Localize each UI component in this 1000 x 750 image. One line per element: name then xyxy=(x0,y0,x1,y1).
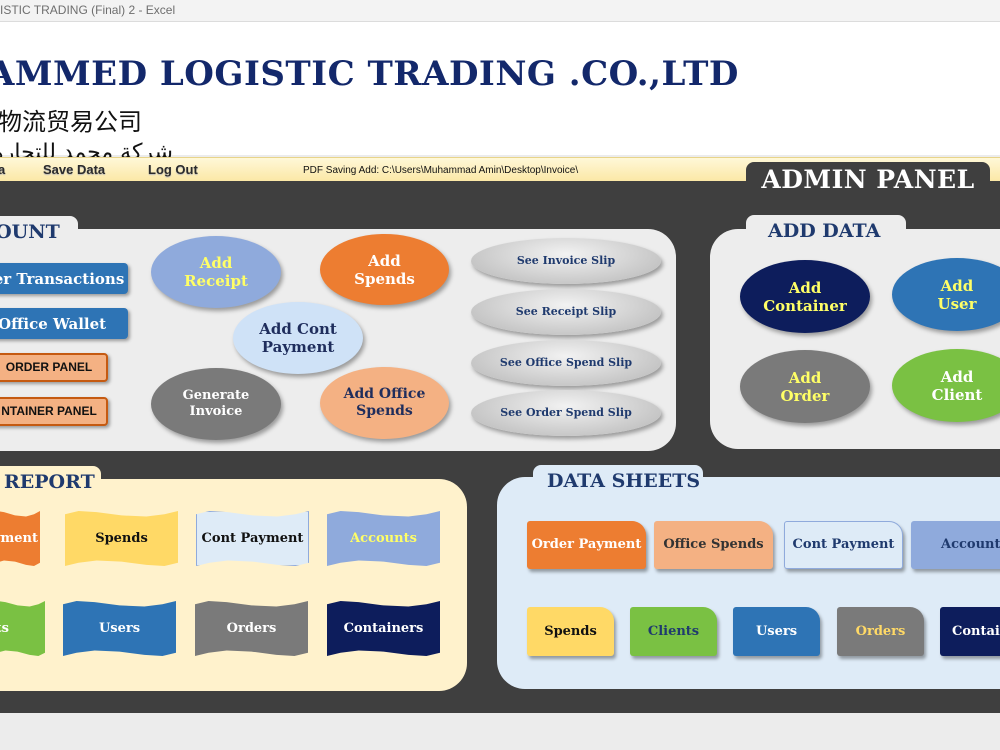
sheet-office-spends-button[interactable]: Office Spends xyxy=(654,521,773,569)
menu-item-log-out[interactable]: Log Out xyxy=(148,162,198,177)
window-title: ISTIC TRADING (Final) 2 - Excel xyxy=(0,3,176,17)
add-container-button[interactable]: Add Container xyxy=(740,260,870,333)
report-cont-payment-button[interactable]: Cont Payment xyxy=(196,511,309,566)
sheet-order-payment-button[interactable]: Order Payment xyxy=(527,521,646,569)
report-orders-button[interactable]: Orders xyxy=(195,601,308,656)
menu-item-data[interactable]: a xyxy=(0,162,6,177)
pdf-saving-path: PDF Saving Add: C:\Users\Muhammad Amin\D… xyxy=(303,165,579,176)
sheet-orders-button[interactable]: Orders xyxy=(837,607,924,656)
report-panel-title: REPORT xyxy=(0,466,101,500)
add-cont-payment-button[interactable]: Add Cont Payment xyxy=(233,302,363,374)
add-data-panel-title: ADD DATA xyxy=(746,215,906,249)
window-title-bar: ISTIC TRADING (Final) 2 - Excel xyxy=(0,0,1000,22)
add-order-button[interactable]: Add Order xyxy=(740,350,870,423)
order-panel-button[interactable]: ORDER PANEL xyxy=(0,353,108,382)
company-name-chinese: 物流贸易公司 xyxy=(0,108,142,136)
add-client-button[interactable]: Add Client xyxy=(892,349,1000,422)
add-receipt-button[interactable]: Add Receipt xyxy=(151,236,281,308)
transactions-button[interactable]: er Transactions xyxy=(0,263,128,294)
report-users-button[interactable]: Users xyxy=(63,601,176,656)
sheet-users-button[interactable]: Users xyxy=(733,607,820,656)
data-sheets-panel xyxy=(497,477,1000,689)
report-order-payment-button[interactable]: yment xyxy=(0,511,40,566)
account-panel-title: COUNT xyxy=(0,216,78,250)
add-office-spends-button[interactable]: Add Office Spends xyxy=(320,367,449,439)
container-panel-button[interactable]: NTAINER PANEL xyxy=(0,397,108,426)
report-containers-button[interactable]: Containers xyxy=(327,601,440,656)
sheet-spends-button[interactable]: Spends xyxy=(527,607,614,656)
menu-item-save-data[interactable]: Save Data xyxy=(43,162,106,177)
admin-panel-title: ADMIN PANEL xyxy=(746,162,990,202)
add-user-button[interactable]: Add User xyxy=(892,258,1000,331)
office-wallet-button[interactable]: Office Wallet xyxy=(0,308,128,339)
report-panel xyxy=(0,479,467,691)
see-invoice-slip-button[interactable]: See Invoice Slip xyxy=(471,238,661,284)
report-spends-button[interactable]: Spends xyxy=(65,511,178,566)
company-name: AMMED LOGISTIC TRADING .CO.,LTD xyxy=(0,54,739,94)
report-accounts-button[interactable]: Accounts xyxy=(327,511,440,566)
data-sheets-panel-title: DATA SHEETS xyxy=(533,465,703,499)
sheet-accounts-button[interactable]: Accounts xyxy=(911,521,1000,569)
sheet-cont-payment-button[interactable]: Cont Payment xyxy=(784,521,903,569)
report-clients-button[interactable]: ts xyxy=(0,601,45,656)
see-receipt-slip-button[interactable]: See Receipt Slip xyxy=(471,289,661,335)
sheet-clients-button[interactable]: Clients xyxy=(630,607,717,656)
see-order-spend-slip-button[interactable]: See Order Spend Slip xyxy=(471,390,661,436)
see-office-spend-slip-button[interactable]: See Office Spend Slip xyxy=(471,340,661,386)
sheet-containers-button[interactable]: Contain xyxy=(940,607,1000,656)
add-spends-button[interactable]: Add Spends xyxy=(320,234,449,305)
generate-invoice-button[interactable]: Generate Invoice xyxy=(151,368,281,440)
company-banner: AMMED LOGISTIC TRADING .CO.,LTD 物流贸易公司 ش… xyxy=(0,22,1000,165)
